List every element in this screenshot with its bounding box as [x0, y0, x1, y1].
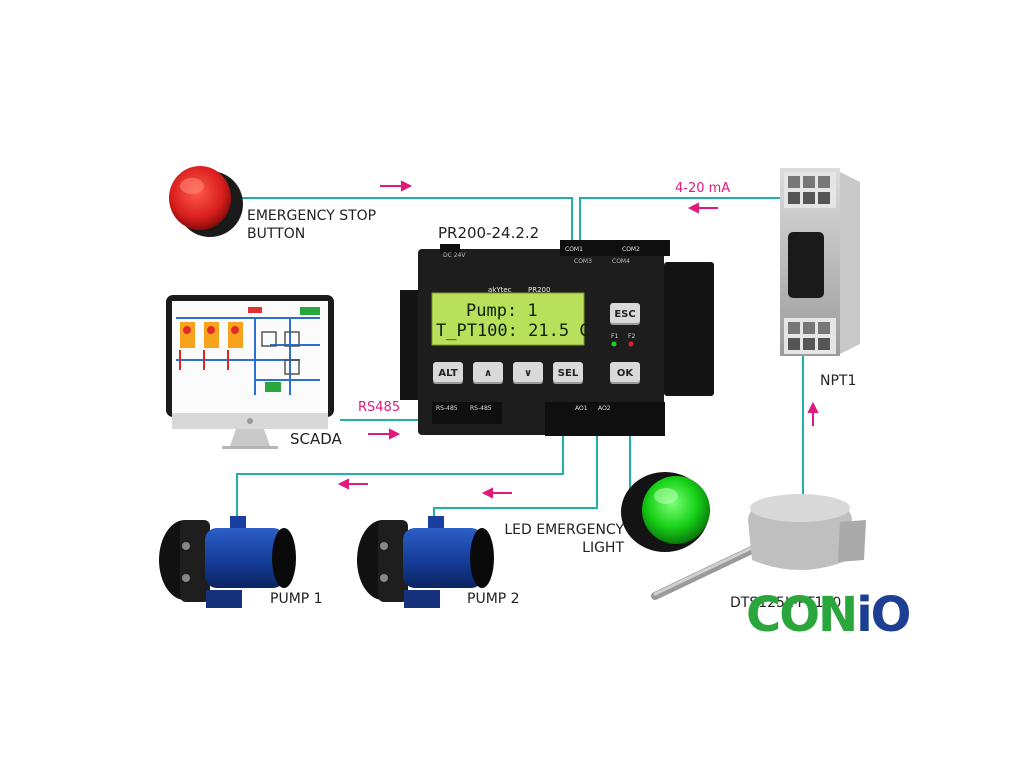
led-emergency-light-icon	[621, 472, 710, 552]
arrow-left-icon	[481, 487, 512, 499]
scada-mimic-diagram	[176, 307, 320, 395]
down-button[interactable]: ∨	[513, 362, 543, 384]
port-rs485-a: RS-485	[436, 405, 458, 412]
port-ao1: AO1	[575, 405, 588, 412]
scada-monitor-icon	[166, 295, 334, 449]
chevron-down-icon: ∨	[523, 367, 533, 379]
emergency-stop-button-icon	[169, 166, 243, 237]
arrow-right-icon	[368, 428, 401, 440]
wire-plc-to-pump1	[236, 436, 564, 522]
conio-logo: CONiO	[746, 587, 911, 643]
arrow-right-icon	[380, 180, 413, 192]
plc-brand: akYtec	[488, 286, 512, 294]
pump-2-label: PUMP 2	[467, 591, 520, 607]
npt1-converter-icon	[780, 168, 860, 356]
led-f2-label: F2	[628, 333, 636, 340]
chevron-up-icon: ∧	[483, 367, 493, 379]
lcd-line-1: Pump: 1	[466, 301, 538, 321]
port-com1: COM1	[565, 246, 583, 253]
wire-plc-to-pump2	[433, 436, 598, 522]
esc-button[interactable]: ESC	[610, 303, 640, 325]
sel-button[interactable]: SEL	[553, 362, 583, 384]
wire-npt-to-plc	[579, 197, 805, 256]
arrow-up-icon	[807, 401, 819, 426]
pump-2-icon	[357, 516, 494, 608]
npt1-label: NPT1	[820, 373, 857, 389]
alt-button[interactable]: ALT	[433, 362, 463, 384]
wire-estop-to-plc	[237, 197, 573, 250]
port-com3: COM3	[574, 258, 592, 265]
emergency-stop-label: EMERGENCY STOP BUTTON	[247, 208, 377, 242]
rs485-signal-label: RS485	[358, 400, 401, 415]
led-emergency-light-label: LED EMERGENCY LIGHT	[504, 522, 624, 556]
ok-button[interactable]: OK	[610, 362, 640, 384]
port-com4: COM4	[612, 258, 630, 265]
arrow-left-icon	[337, 478, 368, 490]
led-f1-label: F1	[611, 333, 619, 340]
lcd-line-2: T_PT100: 21.5 C	[436, 321, 590, 341]
wires	[236, 197, 805, 522]
scada-label: SCADA	[290, 430, 342, 448]
direction-arrows	[337, 180, 819, 499]
pump-1-label: PUMP 1	[270, 591, 323, 607]
plc-model-label: PR200-24.2.2	[438, 224, 540, 242]
up-button[interactable]: ∧	[473, 362, 503, 384]
port-ao2: AO2	[598, 405, 611, 412]
plc-series: PR200	[528, 286, 551, 294]
port-com2: COM2	[622, 246, 640, 253]
plc-power-label: DC 24V	[443, 252, 466, 259]
port-rs485-b: RS-485	[470, 405, 492, 412]
logo-part-2: iO	[856, 587, 911, 643]
current-loop-signal-label: 4-20 mA	[675, 181, 731, 196]
pump-1-icon	[159, 516, 296, 608]
logo-part-1: CON	[746, 587, 858, 643]
temperature-sensor-label: DTS125L-PT100	[730, 595, 842, 611]
temperature-sensor-icon	[651, 494, 866, 600]
arrow-left-icon	[687, 202, 718, 214]
plc-device	[400, 240, 714, 436]
